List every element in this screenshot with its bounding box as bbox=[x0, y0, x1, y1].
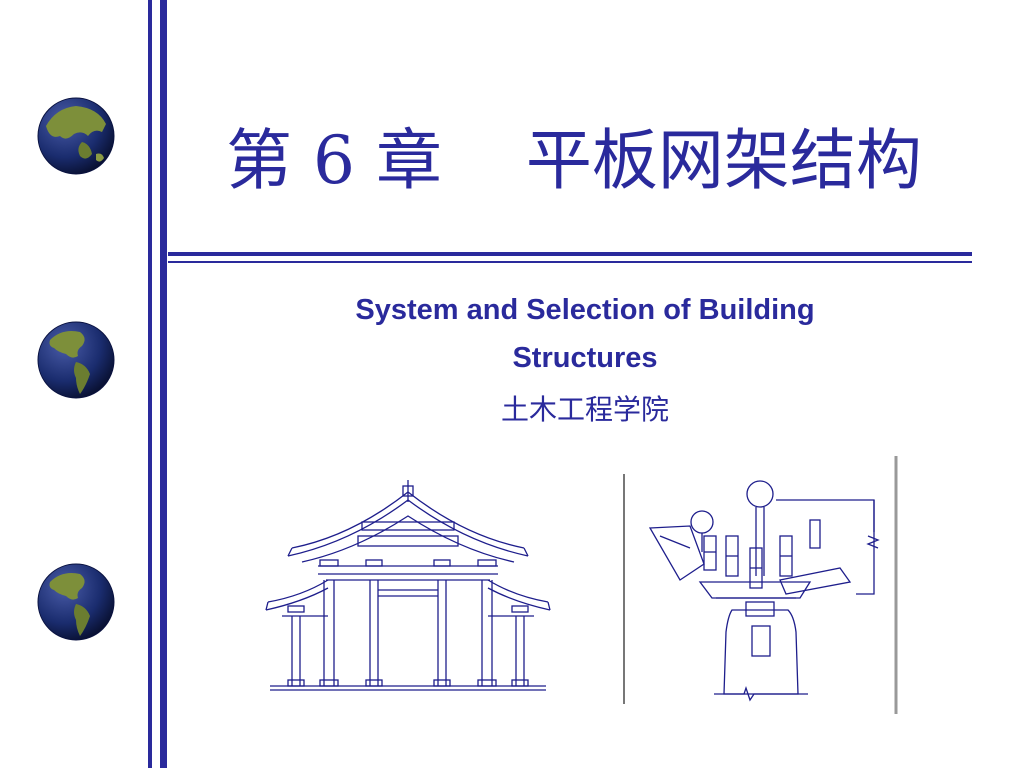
space-frame-joint-drawing bbox=[620, 456, 904, 722]
temple-elevation-drawing bbox=[262, 476, 554, 700]
left-border-thick-line bbox=[160, 0, 167, 768]
globe-americas-icon bbox=[36, 320, 116, 400]
institution-name: 土木工程学院 bbox=[500, 393, 669, 426]
title-underline-thick bbox=[168, 252, 972, 256]
globe-americas-icon bbox=[36, 562, 116, 642]
page-title: 第 6 章 平板网架结构 bbox=[226, 122, 922, 199]
globe-asia-icon bbox=[36, 96, 116, 176]
subtitle: System and Selection of Building Structu… bbox=[355, 294, 815, 374]
left-border-thin-line bbox=[148, 0, 152, 768]
title-underline-thin bbox=[168, 261, 972, 263]
